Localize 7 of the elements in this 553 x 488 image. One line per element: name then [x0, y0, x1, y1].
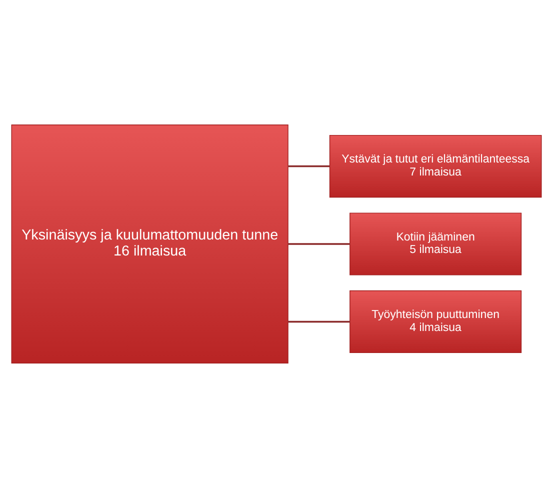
node-box: Ystävät ja tutut eri elämäntilanteessa 7 ilmaisua	[329, 134, 542, 198]
connector	[288, 165, 330, 168]
node-box: Työyhteisön puuttuminen 4 ilmaisua	[350, 290, 522, 354]
connector	[288, 243, 350, 245]
node-box: Yksinäisyys ja kuulumattomuuden tunne 16 ilmaisua	[11, 124, 288, 364]
connector	[288, 320, 350, 323]
node-box: Kotiin jääminen 5 ilmaisua	[350, 212, 522, 276]
